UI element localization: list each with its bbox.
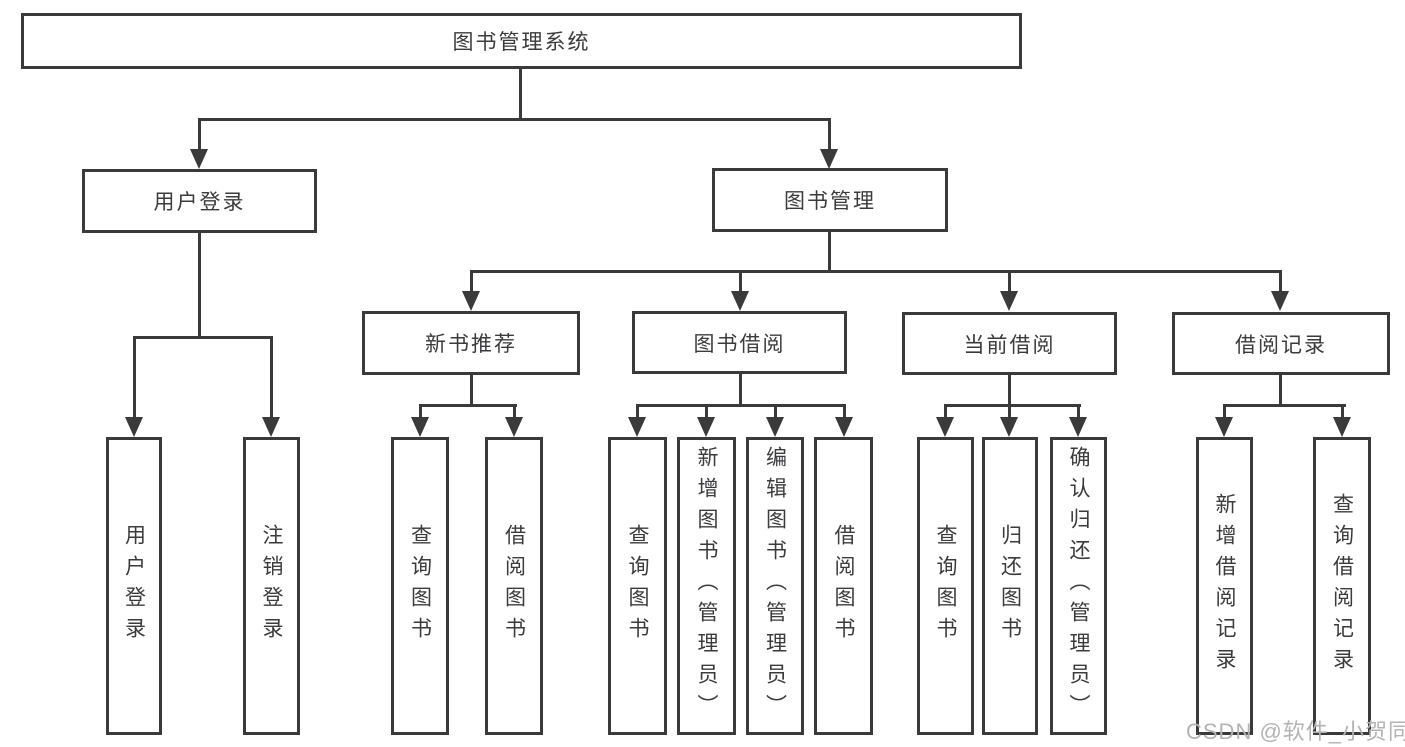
arrowhead-icon xyxy=(505,417,523,437)
connector-line xyxy=(1008,270,1011,291)
connector-line xyxy=(470,270,1282,273)
connector-line xyxy=(470,270,473,291)
connector-line xyxy=(944,404,947,418)
connector-line xyxy=(519,69,522,118)
node-new-book-recommend: 新书推荐 xyxy=(362,311,580,375)
leaf-borrow-books: 借阅图书 xyxy=(814,437,873,735)
arrowhead-icon xyxy=(628,417,646,437)
connector-line xyxy=(1223,404,1226,418)
arrowhead-icon xyxy=(820,149,838,169)
arrowhead-icon xyxy=(462,291,480,311)
arrowhead-icon xyxy=(1000,291,1018,311)
arrowhead-icon xyxy=(411,417,429,437)
connector-line xyxy=(636,404,846,407)
connector-line xyxy=(419,404,517,407)
leaf-query-books-current: 查询图书 xyxy=(917,437,974,735)
leaf-add-borrow-record: 新增借阅记录 xyxy=(1196,437,1253,735)
arrowhead-icon xyxy=(1215,417,1233,437)
connector-line xyxy=(1008,404,1011,418)
connector-line xyxy=(774,404,777,418)
connector-line xyxy=(133,336,136,417)
node-library-system: 图书管理系统 xyxy=(21,13,1022,69)
connector-line xyxy=(1279,270,1282,291)
leaf-logout: 注销登录 xyxy=(243,437,300,735)
connector-line xyxy=(1279,375,1282,405)
leaf-confirm-return-admin: 确认归还（管理员） xyxy=(1050,437,1107,735)
arrowhead-icon xyxy=(731,291,749,311)
arrowhead-icon xyxy=(1069,417,1087,437)
connector-line xyxy=(828,118,831,149)
connector-line xyxy=(419,404,422,418)
arrowhead-icon xyxy=(1000,417,1018,437)
arrowhead-icon xyxy=(766,417,784,437)
connector-line xyxy=(1223,404,1346,407)
connector-line xyxy=(513,404,516,418)
leaf-query-books-borrowing: 查询图书 xyxy=(608,437,667,735)
arrowhead-icon xyxy=(835,417,853,437)
arrowhead-icon xyxy=(936,417,954,437)
connector-line xyxy=(739,374,742,405)
arrowhead-icon xyxy=(1333,417,1351,437)
node-user-login: 用户登录 xyxy=(82,169,317,233)
leaf-query-borrow-record: 查询借阅记录 xyxy=(1313,437,1371,735)
node-borrow-records: 借阅记录 xyxy=(1172,312,1390,375)
leaf-borrow-books-recommend: 借阅图书 xyxy=(485,437,543,735)
node-book-management: 图书管理 xyxy=(712,168,948,232)
leaf-edit-books-admin: 编辑图书（管理员） xyxy=(746,437,804,735)
connector-line xyxy=(1077,404,1080,418)
connector-line xyxy=(944,404,1081,407)
arrowhead-icon xyxy=(125,417,143,437)
arrowhead-icon xyxy=(697,417,715,437)
connector-line xyxy=(198,118,831,121)
arrowhead-icon xyxy=(190,149,208,169)
connector-line xyxy=(470,375,473,406)
connector-line xyxy=(739,270,742,291)
arrowhead-icon xyxy=(262,417,280,437)
csdn-watermark: CSDN @软件_小贺同学 xyxy=(1186,719,1405,744)
node-current-borrowing: 当前借阅 xyxy=(902,312,1117,375)
connector-line xyxy=(705,404,708,418)
node-book-borrowing: 图书借阅 xyxy=(632,311,847,374)
arrowhead-icon xyxy=(1271,291,1289,311)
connector-line xyxy=(828,232,831,271)
connector-line xyxy=(270,336,273,417)
connector-line xyxy=(133,336,273,339)
connector-line xyxy=(1341,404,1344,418)
connector-line xyxy=(843,404,846,418)
leaf-user-login: 用户登录 xyxy=(106,437,162,735)
connector-line xyxy=(636,404,639,418)
connector-line xyxy=(198,233,201,336)
connector-line xyxy=(1008,375,1011,405)
connector-line xyxy=(198,118,201,149)
leaf-add-books-admin: 新增图书（管理员） xyxy=(677,437,736,735)
leaf-return-books: 归还图书 xyxy=(982,437,1038,735)
leaf-query-books-recommend: 查询图书 xyxy=(391,437,449,735)
